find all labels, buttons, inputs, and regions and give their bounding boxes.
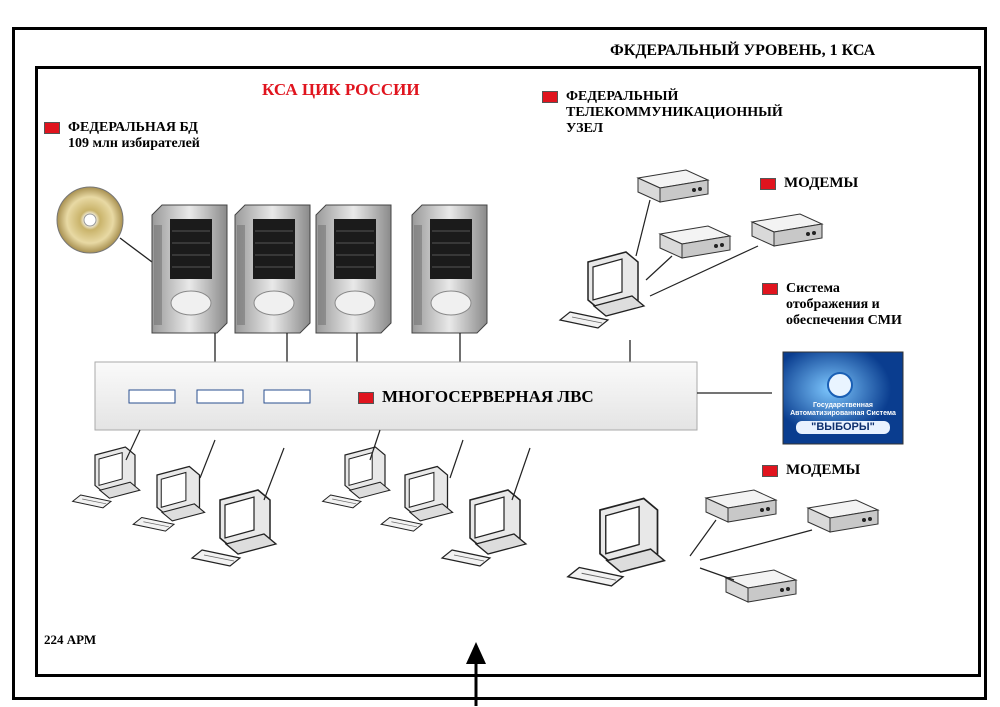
workstation-icon [380,465,454,532]
workstation-icon [191,489,277,567]
outer-frame [12,27,987,700]
page-heading: КСА ЦИК РОССИИ [262,80,420,99]
lan-box [94,361,698,431]
workstation-icon [441,489,527,567]
server-tower-icon [315,204,392,334]
inner-frame [35,66,981,677]
modem-icon [705,489,777,523]
red-square-icon [358,392,374,405]
modem-icon [807,499,879,533]
media-system-label: Система отображения и обеспечения СМИ [762,281,902,329]
frame-title: ФКДЕРАЛЬНЫЙ УРОВЕНЬ, 1 КСА [610,42,876,59]
telecom-node-label: ФЕДЕРАЛЬНЫЙ ТЕЛЕКОММУНИКАЦИОННЫЙ УЗЕЛ [542,89,783,137]
workstation-icon [559,251,645,329]
red-square-icon [760,177,776,190]
arm-count-label: 224 АРМ [44,632,97,647]
modem-icon [725,569,797,603]
red-square-icon [44,121,60,134]
server-tower-icon [234,204,311,334]
lan-label: МНОГОСЕРВЕРНАЯ ЛВС [358,387,594,407]
modems-bottom-label: МОДЕМЫ [762,462,860,479]
red-square-icon [542,90,558,103]
server-tower-icon [151,204,228,334]
red-square-icon [762,282,778,295]
modem-icon [659,225,731,259]
workstation-icon [71,446,141,509]
modems-top-label: МОДЕМЫ [760,175,858,192]
server-tower-icon [411,204,488,334]
modem-icon [751,213,823,247]
cd-disc-icon [56,186,153,263]
media-screen-text: Государственная Автоматизированная Систе… [790,402,896,434]
workstation-icon [566,497,666,587]
arrow-up-icon [466,642,486,706]
federal-db-label: ФЕДЕРАЛЬНАЯ БД 109 млн избирателей [44,120,200,152]
workstation-icon [132,465,206,532]
workstation-icon [322,446,391,509]
red-square-icon [762,464,778,477]
modem-icon [637,169,709,203]
